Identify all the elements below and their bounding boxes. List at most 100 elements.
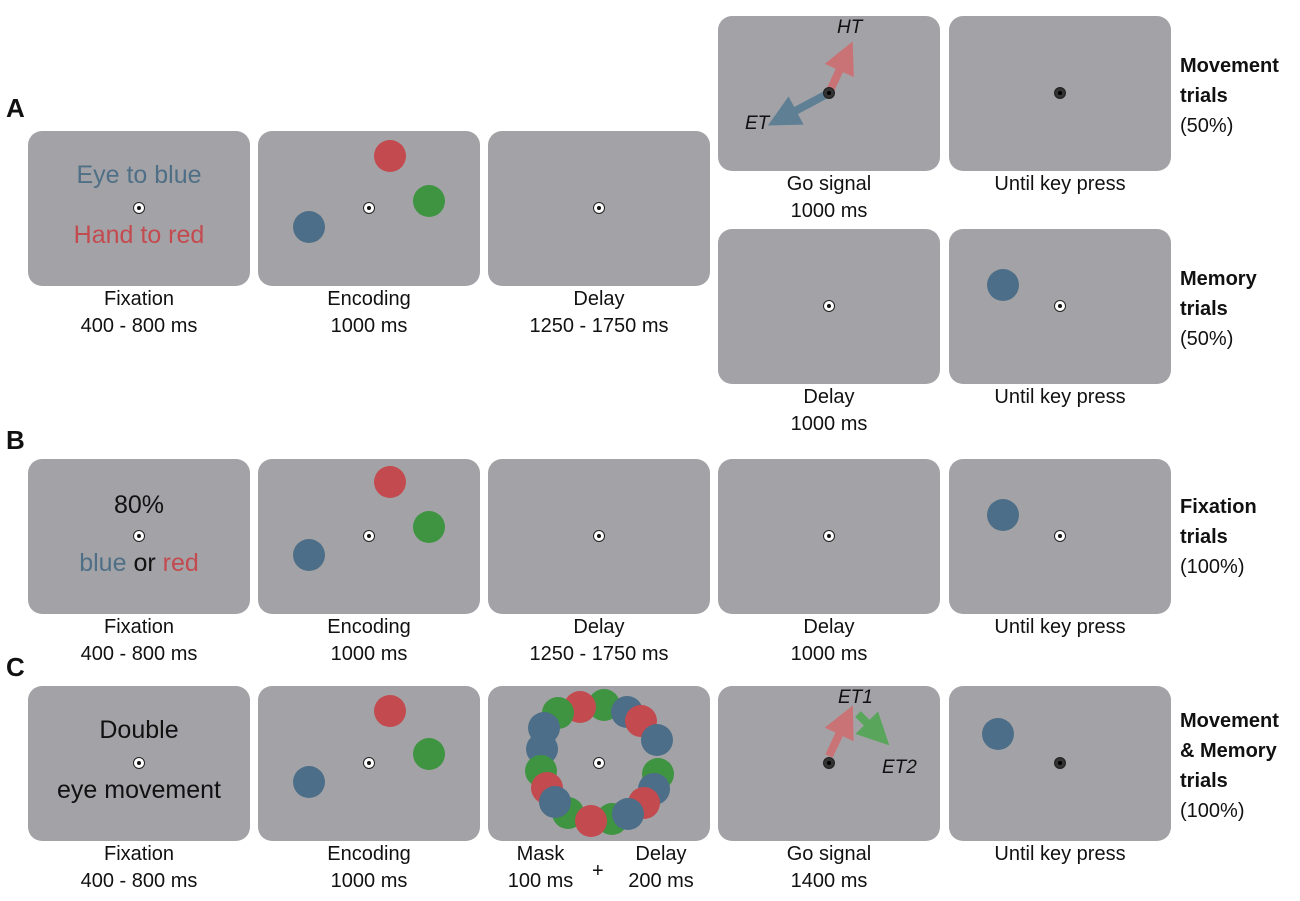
blue-probe: [982, 718, 1014, 750]
instruction-eye: Eye to blue: [76, 161, 202, 189]
caption-c-encoding: Encoding 1000 ms: [258, 841, 480, 895]
screen-c-key-press: [949, 686, 1171, 841]
caption-name: Until key press: [994, 843, 1126, 865]
fixation-point: [593, 530, 605, 542]
hand-target-arrow: [824, 41, 854, 95]
blue-probe: [987, 269, 1019, 301]
et1-label: ET1: [838, 687, 873, 708]
blue-target: [293, 766, 325, 798]
caption-b-fixation: Fixation 400 - 800 ms: [28, 614, 250, 668]
caption-time: 200 ms: [628, 870, 694, 892]
fixation-point: [1054, 87, 1066, 99]
screen-c-go-signal: ET1 ET2: [718, 686, 940, 841]
instruction-double: Double: [99, 716, 179, 744]
caption-c-go-signal: Go signal 1400 ms: [718, 841, 940, 895]
caption-name: Go signal: [786, 843, 872, 865]
caption-time: 1250 - 1750 ms: [529, 315, 669, 337]
caption-a-fixation: Fixation 400 - 800 ms: [28, 286, 250, 340]
caption-name: Fixation: [103, 843, 175, 865]
trials-line2: trials: [1180, 85, 1228, 107]
caption-b-delay2: Delay 1000 ms: [718, 614, 940, 668]
caption-name: Go signal: [786, 173, 872, 195]
caption-b-delay: Delay 1250 - 1750 ms: [488, 614, 710, 668]
trials-line3: trials: [1180, 770, 1228, 792]
red-target: [374, 140, 406, 172]
caption-a-delay-memory: Delay 1000 ms: [718, 384, 940, 438]
screen-c-mask: [488, 686, 710, 841]
screen-a-fixation: Eye to blue Hand to red: [28, 131, 250, 286]
fixation-point: [823, 300, 835, 312]
caption-b-encoding: Encoding 1000 ms: [258, 614, 480, 668]
caption-name: Until key press: [994, 173, 1126, 195]
caption-c-until: Until key press: [949, 841, 1171, 868]
trials-line1: Memory: [1180, 268, 1257, 290]
caption-name: Fixation: [103, 288, 175, 310]
blue-target: [293, 539, 325, 571]
panel-label-b: B: [6, 425, 25, 455]
blue-probe: [987, 499, 1019, 531]
second-saccade-arrow: [855, 711, 890, 746]
caption-a-go-signal: Go signal 1000 ms: [718, 171, 940, 225]
saccade-arrows: [824, 705, 890, 758]
caption-name: Encoding: [327, 288, 411, 310]
caption-name: Delay: [573, 616, 625, 638]
caption-time: 1000 ms: [330, 870, 408, 892]
trials-pct: (50%): [1180, 115, 1234, 137]
trials-line1: Fixation: [1180, 496, 1257, 518]
caption-name: Delay: [803, 386, 855, 408]
screen-a-key-press-memory: [949, 229, 1171, 384]
screen-a-go-signal: HT ET: [718, 16, 940, 171]
fixation-point: [363, 202, 375, 214]
caption-name: Encoding: [327, 616, 411, 638]
caption-time: 1400 ms: [790, 870, 868, 892]
mask-disc: [539, 786, 571, 818]
fixation-point: [1054, 530, 1066, 542]
movement-trials-label: Movement trials (50%): [1180, 51, 1279, 141]
trials-line1: Movement: [1180, 710, 1279, 732]
instruction-red: red: [162, 549, 199, 577]
fixation-point: [823, 530, 835, 542]
red-target: [374, 695, 406, 727]
screen-b-encoding: [258, 459, 480, 614]
caption-c-fixation: Fixation 400 - 800 ms: [28, 841, 250, 895]
fixation-point: [1054, 300, 1066, 312]
caption-time: 1000 ms: [790, 200, 868, 222]
red-target: [374, 466, 406, 498]
fixation-point: [593, 202, 605, 214]
trials-line2: trials: [1180, 298, 1228, 320]
et2-label: ET2: [882, 757, 917, 778]
caption-time: 400 - 800 ms: [80, 643, 198, 665]
panel-label-a: A: [6, 93, 25, 123]
caption-time: 400 - 800 ms: [80, 870, 198, 892]
fixation-point: [823, 87, 835, 99]
green-target: [413, 185, 445, 217]
trials-line1: Movement: [1180, 55, 1279, 77]
instruction-hand: Hand to red: [73, 221, 205, 249]
screen-b-delay: [488, 459, 710, 614]
caption-a-encoding: Encoding 1000 ms: [258, 286, 480, 340]
instruction-blue: blue: [79, 549, 127, 577]
fixation-point: [593, 757, 605, 769]
caption-time: 1000 ms: [790, 413, 868, 435]
instruction-percent: 80%: [113, 491, 165, 519]
trials-pct: (50%): [1180, 328, 1234, 350]
blue-target: [293, 211, 325, 243]
caption-name: Encoding: [327, 843, 411, 865]
green-target: [413, 511, 445, 543]
fixation-point: [823, 757, 835, 769]
trials-pct: (100%): [1180, 556, 1245, 578]
instruction-eye-movement: eye movement: [57, 776, 221, 804]
green-target: [413, 738, 445, 770]
fixation-point: [133, 202, 145, 214]
fixation-point: [363, 757, 375, 769]
caption-name: Delay: [573, 288, 625, 310]
caption-name: Until key press: [994, 616, 1126, 638]
caption-time: 1250 - 1750 ms: [529, 643, 669, 665]
caption-time: 1000 ms: [330, 315, 408, 337]
ht-label: HT: [837, 17, 863, 38]
caption-time: 100 ms: [507, 870, 574, 892]
screen-a-encoding: [258, 131, 480, 286]
instruction-choice: blue or red: [28, 549, 250, 578]
screen-b-fixation: 80% blue or red: [28, 459, 250, 614]
caption-name: Fixation: [103, 616, 175, 638]
